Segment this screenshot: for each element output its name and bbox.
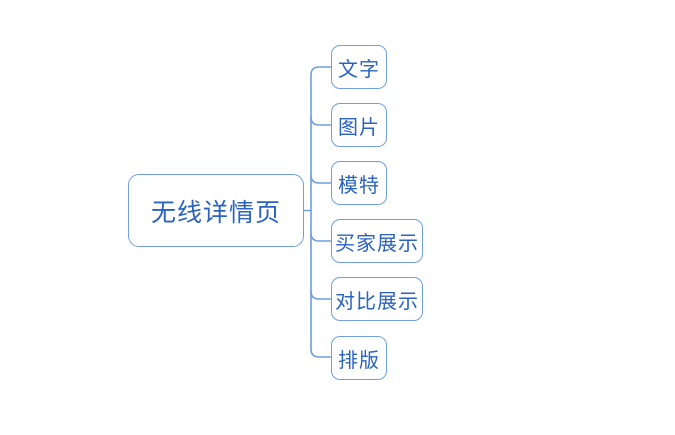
child-node-label: 图片 xyxy=(338,116,380,139)
child-node-maijiazhanshi[interactable]: 买家展示 xyxy=(331,219,423,263)
connector-branch-4 xyxy=(310,290,332,300)
connector-branch-3 xyxy=(310,232,332,242)
child-node-mote[interactable]: 模特 xyxy=(331,161,387,205)
root-node[interactable]: 无线详情页 xyxy=(128,174,304,247)
child-node-label: 排版 xyxy=(338,349,380,372)
child-node-tupian[interactable]: 图片 xyxy=(331,103,387,147)
child-node-label: 模特 xyxy=(338,174,380,197)
child-node-label: 文字 xyxy=(338,58,380,81)
root-node-label: 无线详情页 xyxy=(150,198,281,227)
child-node-paiban[interactable]: 排版 xyxy=(331,336,387,380)
connector-branch-0 xyxy=(310,66,332,76)
connector-branch-2 xyxy=(310,174,332,184)
child-node-label: 买家展示 xyxy=(335,232,419,255)
child-node-duibizhanshi[interactable]: 对比展示 xyxy=(331,277,423,321)
connector-branch-1 xyxy=(310,116,332,126)
child-node-label: 对比展示 xyxy=(335,290,419,313)
connector-branch-5 xyxy=(310,348,332,358)
child-node-wenzi[interactable]: 文字 xyxy=(331,45,387,89)
